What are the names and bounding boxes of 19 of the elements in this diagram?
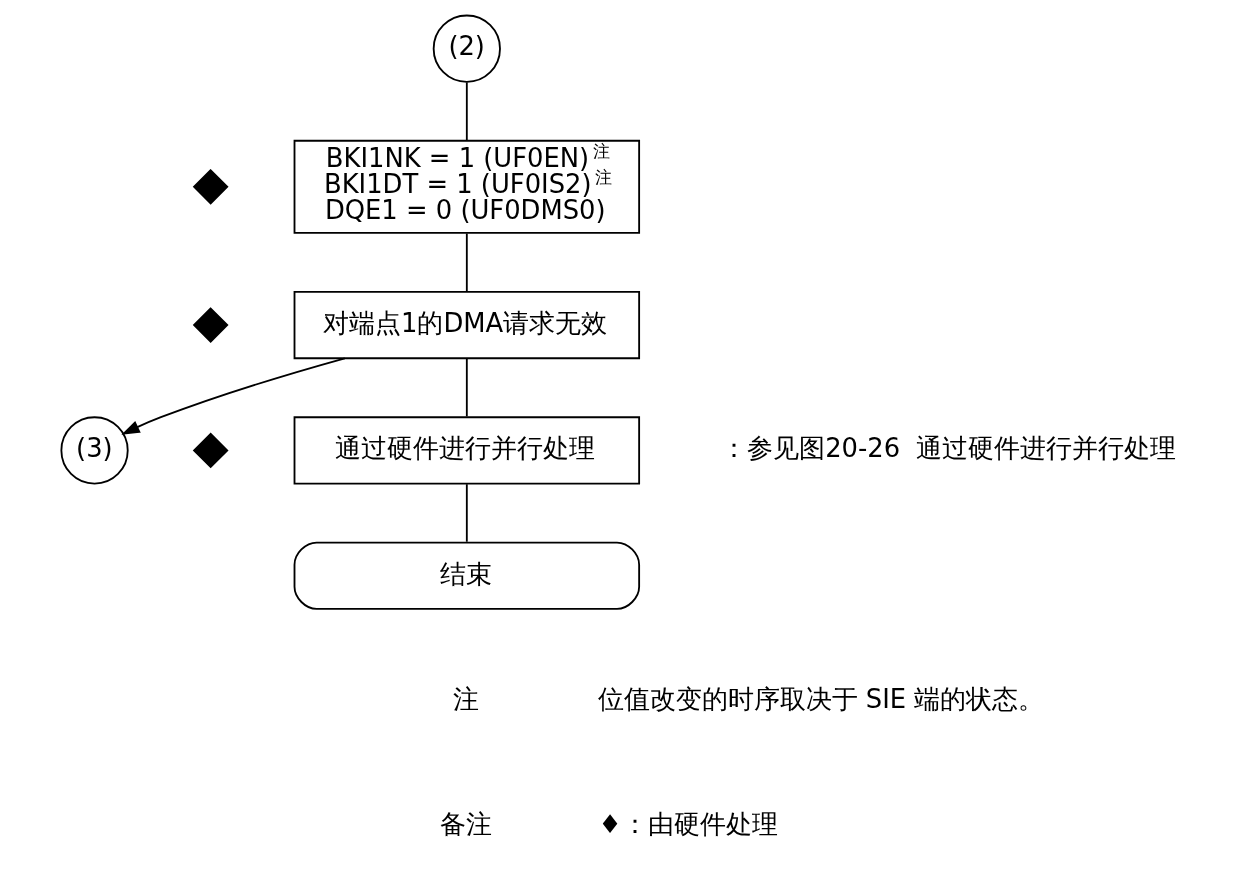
node-box: 通过硬件进行并行处理 <box>293 416 641 485</box>
label: 注 <box>453 683 479 714</box>
connector <box>465 357 468 418</box>
label: ♦：由硬件处理 <box>598 809 778 840</box>
label: 备注 <box>440 809 493 840</box>
connector <box>465 81 468 142</box>
connector <box>465 483 468 543</box>
node-box: BKI1NK = 1 (UF0EN)$^{注}$ BKI1DT = 1 (UF0IS2)$^{注}$ DQE1 = 0 (UF0DMS0) <box>293 139 641 234</box>
node-label: ：参见图20-26 通过硬件进行并行处理 <box>721 433 1177 464</box>
node-circle: (3) <box>60 416 129 485</box>
node-diamond <box>192 432 229 469</box>
connector <box>465 232 468 293</box>
label: 位值改变的时序取决于 SIE 端的状态。 <box>597 683 1045 714</box>
node-box: 对端点1的DMA请求无效 <box>293 291 641 360</box>
node-box: 结束 <box>293 541 641 610</box>
node-diamond <box>192 168 229 205</box>
node-diamond <box>192 307 229 343</box>
node-circle: (2) <box>432 14 501 83</box>
arrow <box>121 357 346 435</box>
